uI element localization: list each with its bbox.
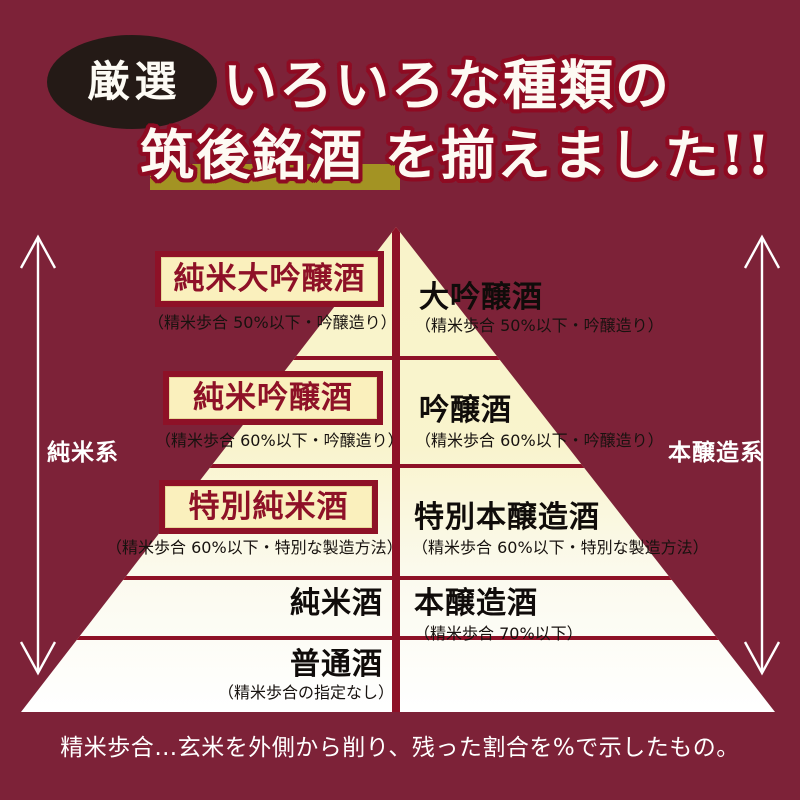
tier-4-left-name: 純米酒 [290,586,383,621]
tier-2-left-box[interactable]: 純米吟醸酒 [163,371,383,425]
tier-3-left-box[interactable]: 特別純米酒 [159,480,378,534]
genmei-badge-label: 厳選 [87,57,182,106]
tier-2-right-name: 吟醸酒 [419,393,512,428]
tier-3-left-name: 特別純米酒 [188,488,349,525]
axis-label-junmai: 純米系 [47,439,119,466]
tier-2-right-caption: （精米歩合 60%以下・吟醸造り） [415,431,664,450]
tier-4-right-caption: （精米歩合 70%以下） [414,624,583,643]
tier-5-name: 普通酒 [290,647,383,682]
tier-2-left-name: 純米吟醸酒 [193,379,353,416]
tier-5-caption: （精米歩合の指定なし） [218,683,395,702]
headline-line-2: 筑後銘酒 を揃えました!! [140,123,773,187]
tier-3-right-name: 特別本醸造酒 [414,500,600,535]
tier-1-right-name: 大吟醸酒 [419,280,543,315]
tier-1-left-name: 純米大吟醸酒 [173,260,366,297]
tier-1-left-box[interactable]: 純米大吟醸酒 [155,251,384,307]
header: 厳選 いろいろな種類の 筑後銘酒 を揃えました!! [0,0,800,215]
tier-1-left-caption: （精米歩合 50%以下・吟醸造り） [148,313,397,332]
tier-3-left-caption: （精米歩合 60%以下・特別な製造方法） [106,538,403,557]
headline-line-2-wrapper: 筑後銘酒 を揃えました!! [140,128,772,190]
genmei-badge: 厳選 [47,35,217,129]
axis-label-honjozo: 本醸造系 [668,439,764,466]
footer-note: 精米歩合…玄米を外側から削り、残った割合を%で示したもの。 [60,735,740,761]
headline-highlight-bar [150,164,400,190]
tier-4-right-name: 本醸造酒 [414,586,538,621]
tier-1-right-caption: （精米歩合 50%以下・吟醸造り） [415,316,664,335]
tier-2-left-caption: （精米歩合 60%以下・吟醸造り） [155,431,404,450]
headline-line-1: いろいろな種類の [223,53,671,117]
tier-3-right-caption: （精米歩合 60%以下・特別な製造方法） [412,538,709,557]
